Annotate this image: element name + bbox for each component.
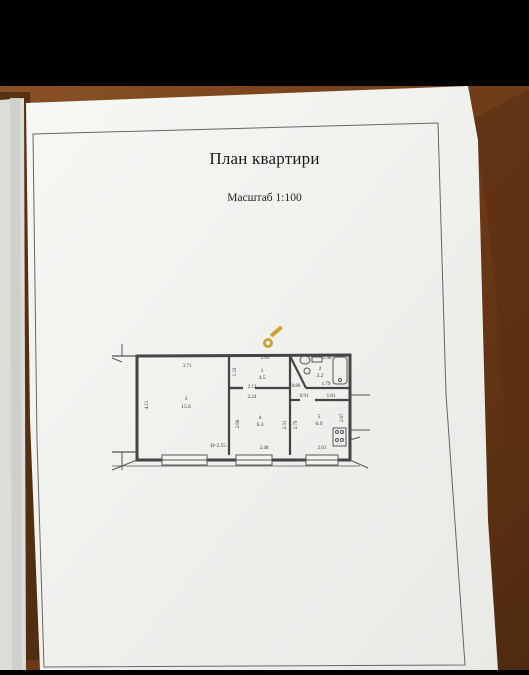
room-1-number: 1: [261, 368, 264, 374]
dimension-label: 2.24: [248, 395, 257, 400]
dimension-label: 2.12: [248, 385, 257, 390]
dimension-label: 0.91: [300, 394, 309, 399]
bathroom-fixtures: [299, 355, 348, 385]
dimension-label: 2.61: [318, 446, 327, 451]
dimension-label: 1.79: [322, 382, 331, 387]
paper-sheet: [26, 86, 498, 670]
ceiling-height-label: H=2.55: [210, 444, 226, 449]
dimension-label: 0.86: [292, 384, 301, 389]
room-5-area: 6.9: [316, 421, 323, 427]
room-2-area: 3.2: [317, 373, 324, 379]
page-frame: [32, 122, 466, 668]
room-4-number: 4: [259, 415, 262, 421]
room-2-number: 2: [319, 366, 322, 372]
room-4-area: 6.3: [257, 422, 264, 428]
document-title: План квартири: [209, 149, 320, 168]
room-3-area: 15.6: [181, 404, 191, 410]
room-5-number: 5: [318, 414, 321, 420]
dimension-label: 3.71: [183, 364, 192, 369]
dimension-label: 2.67: [340, 413, 345, 422]
dimension-label: 2.31: [283, 420, 288, 429]
stove-icon: [332, 427, 347, 447]
dimension-label: 1.81: [327, 394, 336, 399]
dimension-label: 2.40: [323, 356, 332, 361]
dimension-label: 2.79: [294, 420, 299, 429]
dimension-label: 2.66: [236, 419, 241, 428]
windows: [161, 454, 339, 466]
room-3-number: 3: [185, 396, 188, 402]
key-stamp-icon: [263, 325, 283, 348]
room-1-area: 4.5: [259, 375, 266, 381]
dimension-label: 2.48: [260, 446, 269, 451]
dimension-label: 1.33: [233, 367, 238, 376]
interior-walls: [227, 355, 350, 455]
dimension-label: 2.63: [261, 356, 270, 361]
dimension-label: 4.21: [145, 400, 150, 409]
scale-label: Масштаб 1:100: [227, 192, 302, 204]
